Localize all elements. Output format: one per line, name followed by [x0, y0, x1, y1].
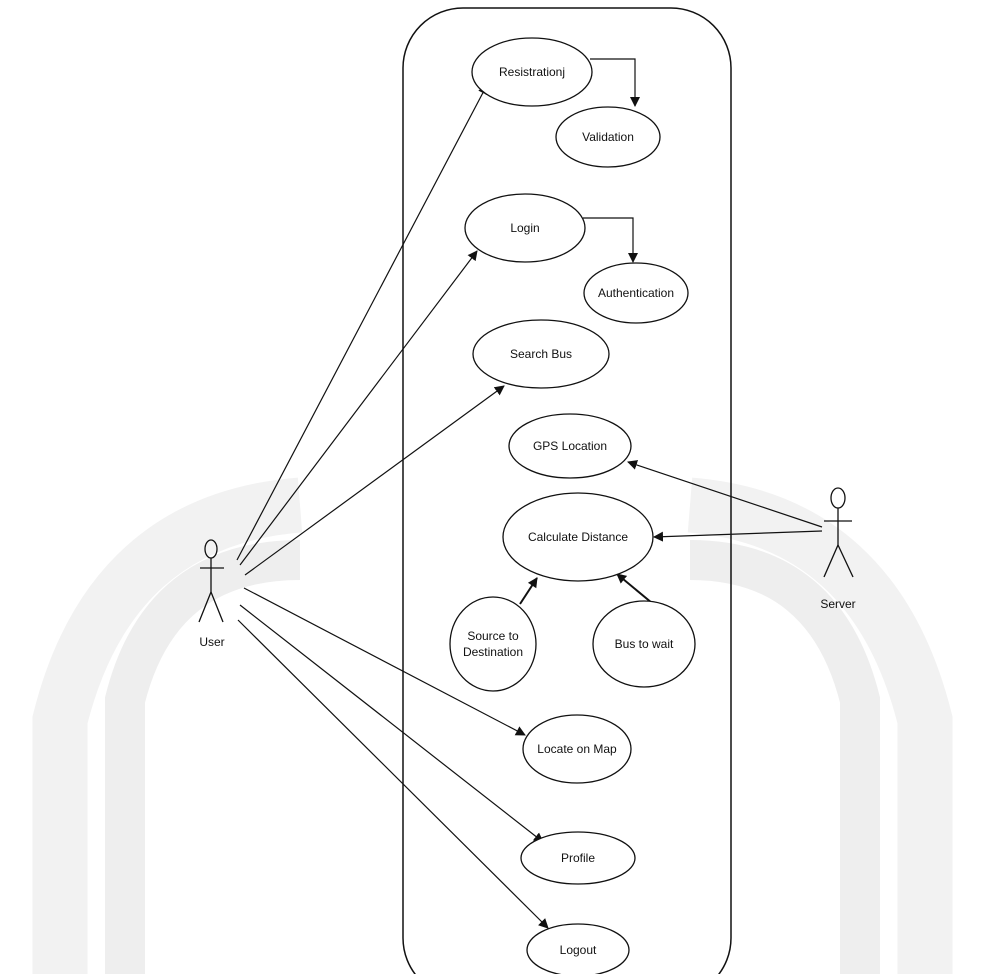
- system-boundary: [402, 7, 732, 974]
- use-case-ellipse: [583, 262, 689, 324]
- use-case-login[interactable]: Login: [464, 193, 586, 263]
- use-case-ellipse: [471, 37, 593, 107]
- use-case-label: Destination: [463, 645, 523, 659]
- use-case-ellipse: [472, 319, 610, 389]
- use-case-label: Bus to wait: [615, 637, 674, 651]
- association-user-profile: [239, 604, 544, 843]
- use-case-label: Profile: [561, 851, 595, 865]
- association-server-gps: [627, 460, 823, 528]
- use-case-ellipse: [526, 923, 630, 974]
- actor-user-label: User: [199, 635, 224, 649]
- use-case-ellipse: [520, 831, 636, 885]
- association-server-calc: [653, 530, 823, 542]
- association-user-search-bus: [244, 385, 505, 576]
- association-user-login: [239, 250, 478, 566]
- use-case-label: Source to: [467, 629, 519, 643]
- use-case-ellipse: [555, 106, 661, 168]
- use-case-ellipse: [502, 492, 654, 582]
- association-reg-validation: [590, 58, 640, 107]
- use-case-ellipse: [592, 600, 696, 688]
- watermark-decoration: [32, 477, 953, 974]
- use-case-logout[interactable]: Logout: [526, 923, 630, 974]
- use-case-label: Login: [510, 221, 539, 235]
- associations: [236, 58, 823, 929]
- use-case-ellipse: [522, 714, 632, 784]
- association-bus-calc: [616, 573, 653, 604]
- use-case-ellipse: [508, 413, 632, 479]
- association-user-registration: [236, 84, 488, 561]
- association-user-locate-map: [243, 587, 526, 736]
- use-case-label: Search Bus: [510, 347, 572, 361]
- use-case-label: GPS Location: [533, 439, 607, 453]
- actor-server[interactable]: Server: [820, 487, 856, 611]
- actor-server-label: Server: [820, 597, 855, 611]
- use-case-label: Locate on Map: [537, 742, 617, 756]
- use-case-registration[interactable]: Resistrationj: [471, 37, 593, 107]
- use-case-locate-on-map[interactable]: Locate on Map: [522, 714, 632, 784]
- association-source-calc: [519, 577, 538, 605]
- use-case-label: Resistrationj: [499, 65, 565, 79]
- use-case-validation[interactable]: Validation: [555, 106, 661, 168]
- stick-figure-icon: [823, 487, 854, 578]
- use-cases: ResistrationjValidationLoginAuthenticati…: [449, 37, 696, 974]
- use-case-authentication[interactable]: Authentication: [583, 262, 689, 324]
- use-case-bus-to-wait[interactable]: Bus to wait: [592, 600, 696, 688]
- use-case-label: Logout: [560, 943, 597, 957]
- use-case-gps-location[interactable]: GPS Location: [508, 413, 632, 479]
- use-case-source-destination[interactable]: Source to Destination: [449, 596, 537, 692]
- use-case-ellipse: [464, 193, 586, 263]
- use-case-label: Authentication: [598, 286, 674, 300]
- use-case-calculate-distance[interactable]: Calculate Distance: [502, 492, 654, 582]
- use-case-profile[interactable]: Profile: [520, 831, 636, 885]
- use-case-label: Validation: [582, 130, 634, 144]
- actor-user[interactable]: User: [198, 539, 225, 649]
- use-case-label: Calculate Distance: [528, 530, 628, 544]
- use-case-ellipse: [449, 596, 537, 692]
- association-user-logout: [237, 619, 549, 929]
- stick-figure-icon: [198, 539, 224, 623]
- use-case-search-bus[interactable]: Search Bus: [472, 319, 610, 389]
- association-login-auth: [583, 217, 638, 263]
